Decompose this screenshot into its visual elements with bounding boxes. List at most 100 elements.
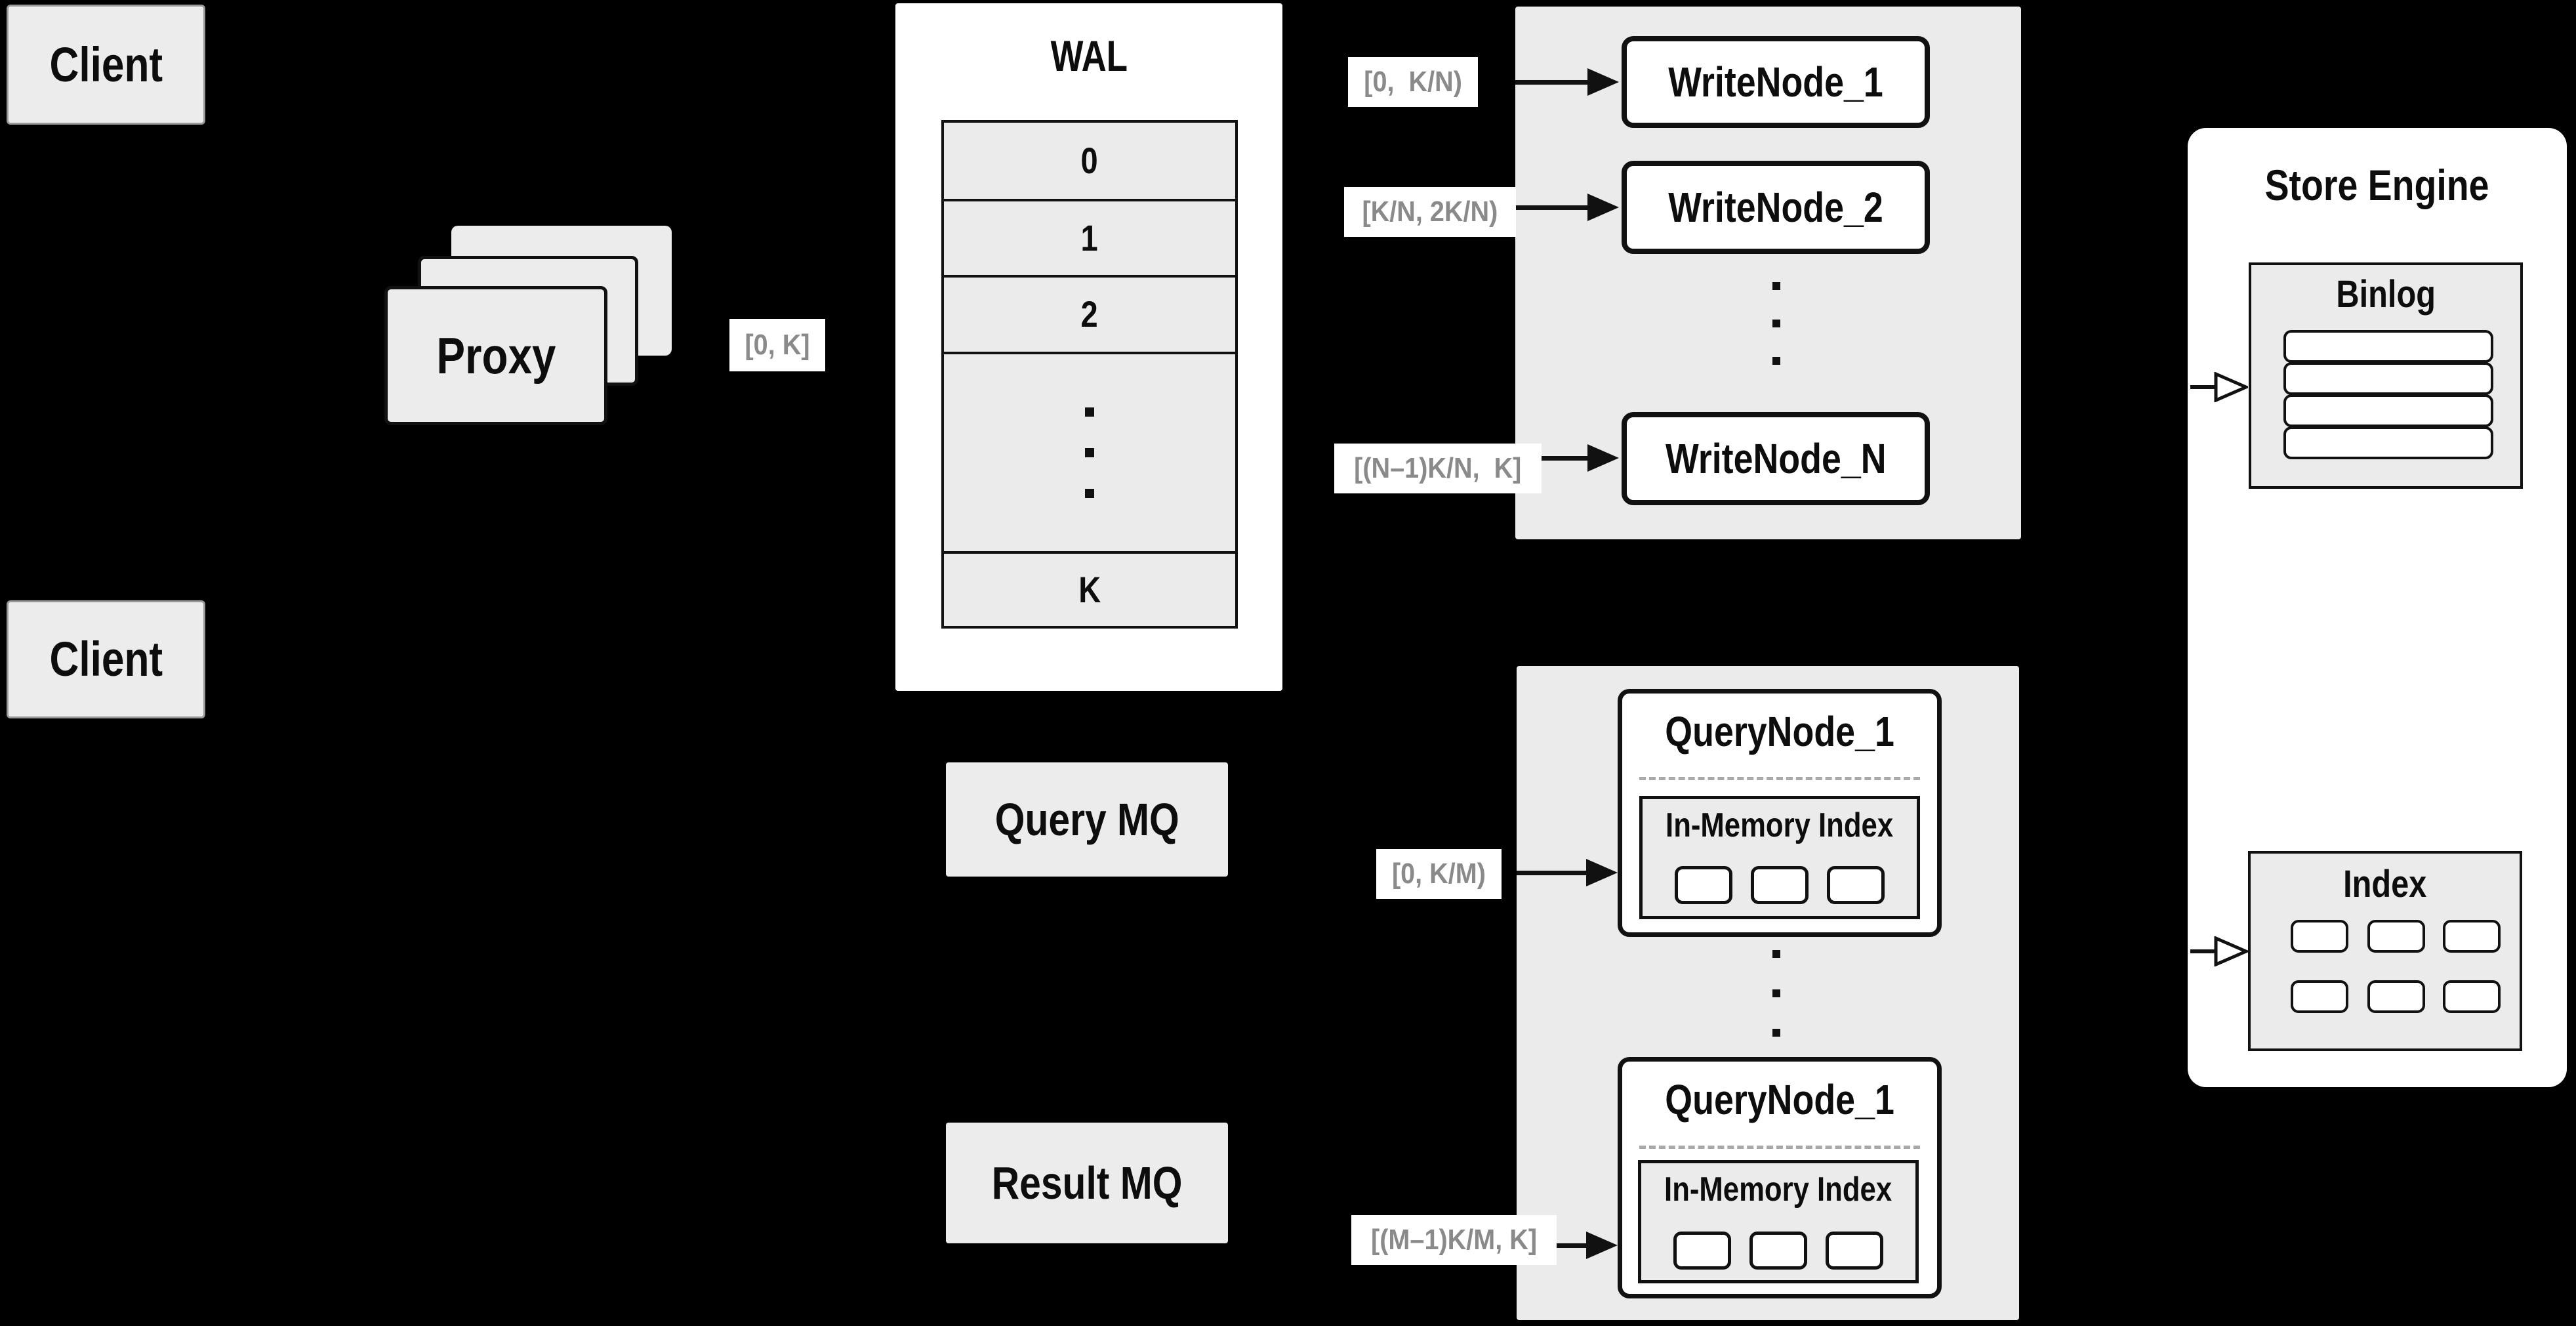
range-label-querynode-top: [0, K/M) [1376, 849, 1502, 899]
dot [1772, 320, 1780, 327]
query-mq-label: Query MQ [994, 794, 1179, 845]
binlog-row [2283, 330, 2493, 363]
index-cell [2291, 980, 2348, 1013]
range-label-writenode-n: [(N–1)K/N, K] [1334, 444, 1542, 493]
dot [1772, 1029, 1780, 1037]
query-node-top: QueryNode_1 In-Memory Index [1618, 689, 1942, 937]
query-node-bottom-title-wrap: QueryNode_1 [1622, 1073, 1937, 1126]
client-box-bottom: Client [7, 600, 205, 718]
wal-row-1: 1 [944, 201, 1235, 278]
segment-cell [1751, 866, 1809, 904]
store-engine-title: Store Engine [2265, 161, 2489, 209]
dot [1772, 357, 1780, 365]
index-cell [2367, 980, 2425, 1013]
segment-cells [1641, 1232, 1915, 1270]
range-label-writenode-2-text: [K/N, 2K/N) [1362, 196, 1498, 228]
index-cell [2443, 920, 2501, 953]
arrow-querynode-top-icon [1517, 859, 1618, 886]
binlog-box: Binlog [2249, 262, 2523, 489]
range-label-querynode-bottom-text: [(M–1)K/M, K] [1371, 1224, 1538, 1256]
ellipsis-dots-icon [1085, 407, 1094, 498]
dot [1772, 989, 1780, 997]
segment-cells [1643, 866, 1917, 904]
range-label-proxy-wal-text: [0, K] [745, 329, 810, 361]
store-engine-panel: Store Engine Binlog Index [2188, 128, 2567, 1087]
in-memory-index-bottom-title-wrap: In-Memory Index [1641, 1170, 1915, 1209]
wal-row-k-label: K [1078, 568, 1101, 610]
in-memory-index-top-title: In-Memory Index [1666, 806, 1894, 844]
write-node-2-label: WriteNode_2 [1668, 184, 1883, 231]
segment-cell [1749, 1232, 1807, 1270]
write-node-1: WriteNode_1 [1622, 36, 1930, 128]
binlog-row [2283, 362, 2493, 395]
binlog-row [2283, 394, 2493, 427]
arrow-writenode-1-icon [1515, 68, 1619, 96]
write-node-1-label: WriteNode_1 [1668, 58, 1883, 106]
proxy-label: Proxy [436, 327, 556, 384]
wal-table: 0 1 2 K [941, 120, 1238, 629]
wal-row-0: 0 [944, 123, 1235, 201]
query-node-top-title: QueryNode_1 [1665, 708, 1894, 755]
range-label-querynode-top-text: [0, K/M) [1391, 858, 1486, 890]
wal-panel: WAL 0 1 2 K [895, 3, 1282, 691]
store-engine-title-wrap: Store Engine [2188, 157, 2567, 213]
dot [1772, 282, 1780, 290]
write-node-n-label: WriteNode_N [1665, 435, 1887, 482]
result-mq-label: Result MQ [991, 1157, 1183, 1209]
write-node-n: WriteNode_N [1622, 412, 1930, 505]
write-ellipsis-dots-icon [1772, 282, 1780, 365]
query-mq-box: Query MQ [946, 762, 1228, 877]
query-node-bottom-title: QueryNode_1 [1665, 1076, 1894, 1123]
arrow-writenode-2-icon [1515, 194, 1619, 221]
range-label-writenode-2: [K/N, 2K/N) [1344, 187, 1516, 237]
wal-title-wrap: WAL [895, 30, 1282, 82]
dot [1085, 407, 1094, 417]
client-bottom-label: Client [49, 632, 163, 686]
wal-row-2-label: 2 [1080, 293, 1099, 335]
index-cell [2443, 980, 2501, 1013]
dot [1085, 488, 1094, 498]
binlog-title: Binlog [2336, 273, 2436, 316]
index-cell [2367, 920, 2425, 953]
index-title: Index [2343, 863, 2427, 905]
wal-title: WAL [1050, 31, 1128, 80]
arrow-writenode-n-icon [1515, 444, 1619, 472]
in-memory-index-bottom-title: In-Memory Index [1664, 1171, 1892, 1209]
binlog-row [2283, 426, 2493, 459]
client-top-label: Client [49, 37, 163, 92]
result-mq-box: Result MQ [946, 1123, 1228, 1243]
range-label-writenode-1-text: [0, K/N) [1364, 66, 1462, 98]
wal-row-ellipsis [944, 354, 1235, 554]
binlog-title-wrap: Binlog [2251, 272, 2520, 318]
range-label-writenode-n-text: [(N–1)K/N, K] [1354, 452, 1522, 484]
query-node-bottom: QueryNode_1 In-Memory Index [1618, 1057, 1942, 1298]
range-label-proxy-wal: [0, K] [729, 319, 825, 371]
dot [1772, 950, 1780, 958]
wal-row-0-label: 0 [1080, 139, 1099, 181]
wal-row-2: 2 [944, 277, 1235, 354]
query-node-top-title-wrap: QueryNode_1 [1622, 705, 1937, 758]
client-box-top: Client [7, 5, 205, 125]
segment-cell [1827, 866, 1885, 904]
segment-cell [1826, 1232, 1883, 1270]
index-box: Index [2248, 851, 2522, 1051]
wal-row-1-label: 1 [1080, 217, 1099, 259]
write-node-2: WriteNode_2 [1622, 161, 1930, 254]
proxy-card-front: Proxy [384, 286, 607, 425]
range-label-querynode-bottom: [(M–1)K/M, K] [1351, 1215, 1557, 1265]
in-memory-index-bottom: In-Memory Index [1638, 1160, 1919, 1283]
open-arrow-binlog-icon [2190, 372, 2249, 402]
dashed-divider [1639, 777, 1920, 780]
index-title-wrap: Index [2251, 861, 2520, 907]
in-memory-index-top: In-Memory Index [1639, 796, 1920, 919]
query-ellipsis-dots-icon [1772, 950, 1780, 1037]
segment-cell [1675, 866, 1732, 904]
wal-row-k: K [944, 553, 1235, 626]
dot [1085, 447, 1094, 457]
range-label-writenode-1: [0, K/N) [1348, 57, 1479, 107]
index-cell [2291, 920, 2348, 953]
dashed-divider [1639, 1146, 1920, 1149]
in-memory-index-top-title-wrap: In-Memory Index [1643, 806, 1917, 845]
segment-cell [1673, 1232, 1731, 1270]
